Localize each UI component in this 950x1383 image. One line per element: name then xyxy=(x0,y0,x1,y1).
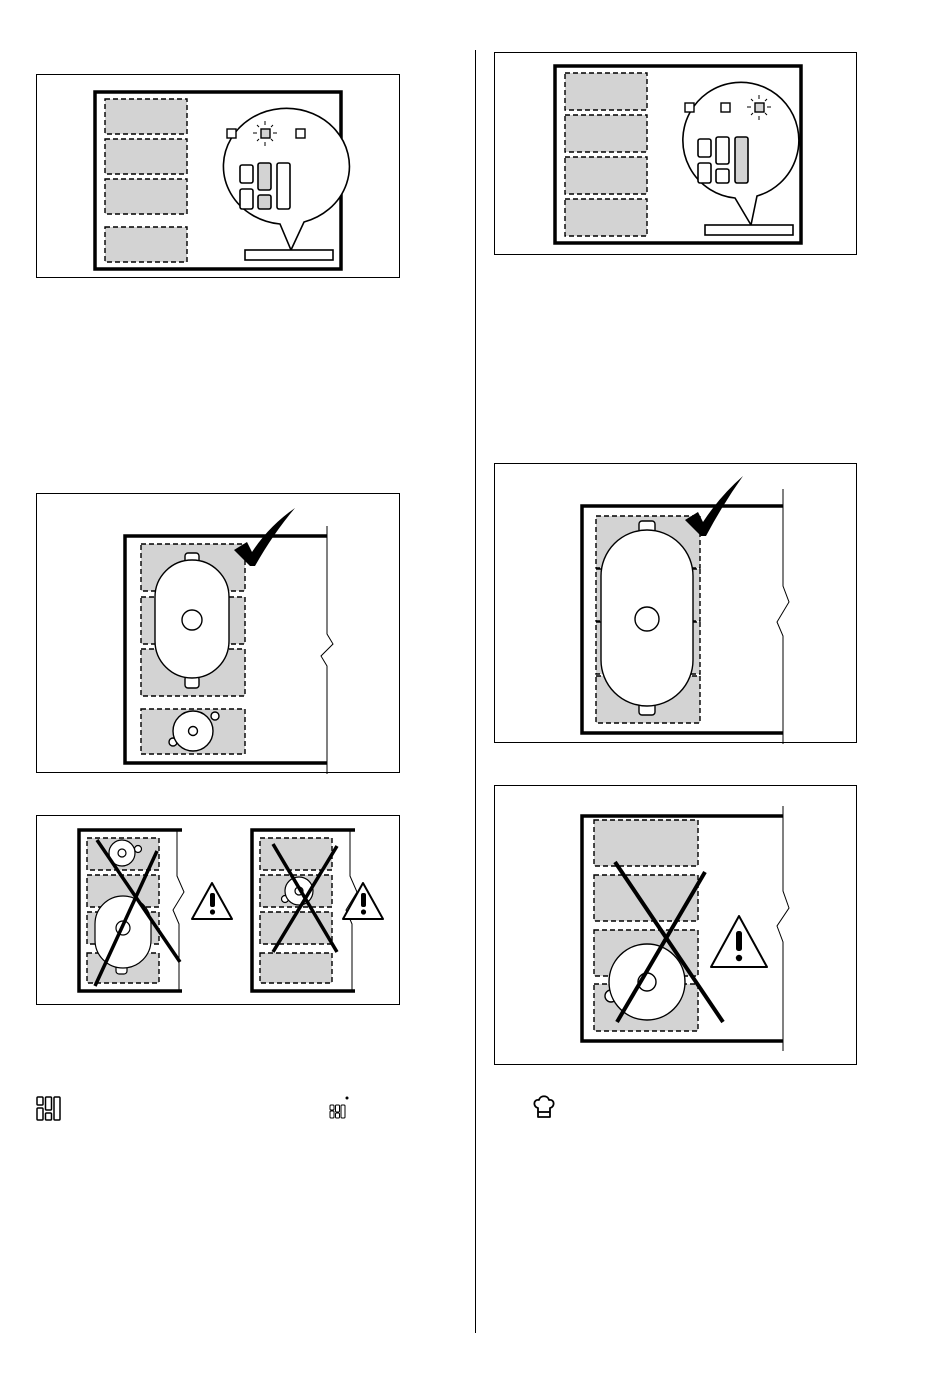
control-panel-diagram-right xyxy=(495,53,858,256)
zone-indicator xyxy=(721,103,730,112)
cooking-zone xyxy=(565,199,647,236)
cooking-zone xyxy=(105,99,187,134)
cooking-zone xyxy=(565,73,647,110)
cooking-zone xyxy=(260,953,332,983)
cooking-zone xyxy=(260,838,332,870)
cooking-zone xyxy=(105,139,187,174)
fish-kettle-pan xyxy=(155,553,229,688)
correct-pan-figure-right xyxy=(494,463,857,743)
cooking-zone xyxy=(105,179,187,214)
fish-kettle-pan xyxy=(601,521,693,715)
zone-indicator xyxy=(296,129,305,138)
bridge-zones-small-icon xyxy=(329,1096,351,1120)
cooking-zone xyxy=(565,115,647,152)
wrong-pan-diagram-left xyxy=(37,816,401,1006)
correct-pan-figure-left xyxy=(36,493,400,773)
column-divider xyxy=(475,50,476,1333)
zone-indicator xyxy=(227,129,236,138)
cooking-zone xyxy=(105,227,187,262)
wrong-pan-figure-left xyxy=(36,815,400,1005)
chef-hat-icon xyxy=(532,1094,556,1120)
cooking-zone xyxy=(565,157,647,194)
bridge-zones-icon xyxy=(36,1096,62,1122)
zone-indicator xyxy=(685,103,694,112)
wrong-pan-diagram-right xyxy=(495,786,858,1066)
cooking-zone xyxy=(594,820,698,866)
warning-icon xyxy=(343,883,383,919)
correct-pan-diagram-right xyxy=(495,464,858,744)
correct-pan-diagram-left xyxy=(37,494,401,774)
wrong-pan-figure-right xyxy=(494,785,857,1065)
warning-icon xyxy=(711,916,767,967)
control-panel-diagram-left xyxy=(37,75,401,279)
control-panel-figure-left xyxy=(36,74,400,278)
control-panel-figure-right xyxy=(494,52,857,255)
control-strip xyxy=(245,250,333,260)
warning-icon xyxy=(192,883,232,919)
control-strip xyxy=(705,225,793,235)
